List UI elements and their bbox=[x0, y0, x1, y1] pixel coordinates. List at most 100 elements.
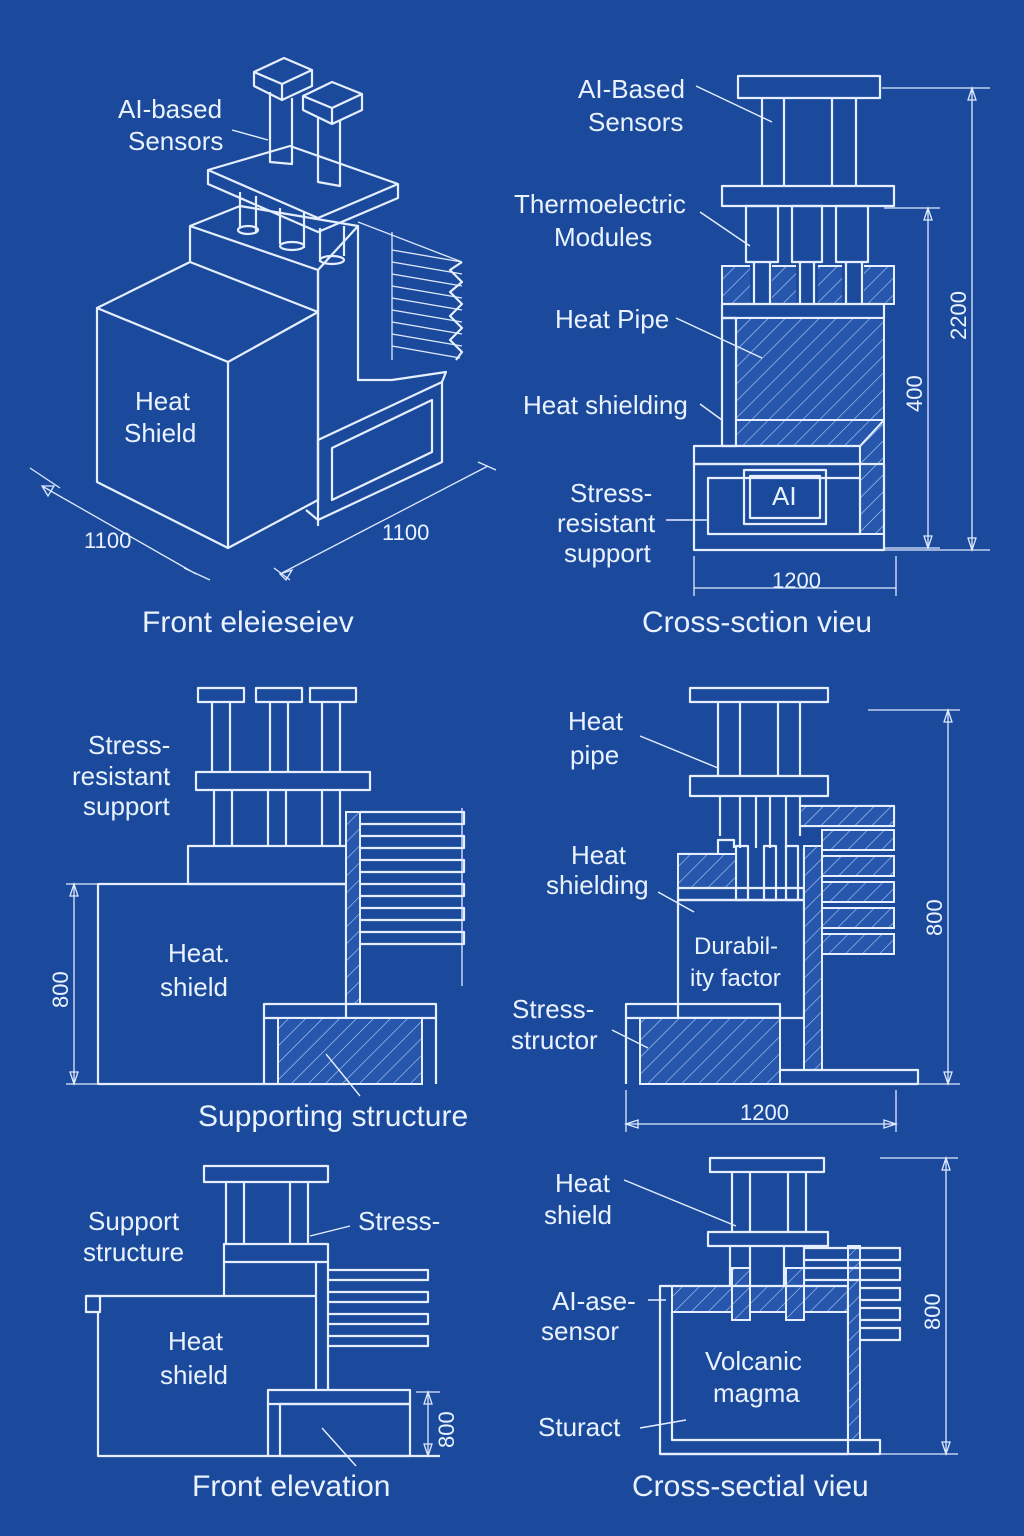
label-ai-based-p2: AI-Based bbox=[578, 74, 685, 104]
side-column-p4 bbox=[803, 845, 823, 1071]
label-support-1: Support bbox=[88, 1206, 180, 1236]
label-stress-p3-1: Stress- bbox=[88, 730, 170, 760]
dim-right: 1100 bbox=[382, 520, 429, 545]
top-cap-p4 bbox=[688, 686, 830, 704]
label-stress-2: resistant bbox=[557, 508, 656, 538]
leader-support-p3 bbox=[325, 1053, 361, 1097]
support-frame bbox=[305, 370, 448, 526]
label-stress-p3-2: resistant bbox=[72, 761, 171, 791]
fins-p6 bbox=[804, 1246, 902, 1342]
label-stress-p5: Stress- bbox=[358, 1206, 440, 1236]
heat-pipe-hatch bbox=[735, 317, 885, 421]
label-support-2: structure bbox=[83, 1237, 184, 1267]
top-cap-p2 bbox=[736, 74, 882, 100]
label-pipe-p4: pipe bbox=[570, 740, 619, 770]
leader-sensors-p1 bbox=[231, 129, 269, 141]
label-heat-p3: Heat. bbox=[168, 938, 230, 968]
side-column-p6 bbox=[847, 1245, 861, 1441]
panel-supporting-structure: Stress- resistant support Heat. shield 8… bbox=[48, 686, 468, 1133]
leader-shield-p6 bbox=[623, 1179, 737, 1227]
panel-cross-sectional: Heat shield AI-ase- sensor Volcanic magm… bbox=[538, 1155, 958, 1503]
leader-shielding-p4 bbox=[657, 891, 695, 913]
label-shield: Shield bbox=[124, 418, 196, 448]
dim-lines-p2 bbox=[693, 85, 990, 596]
label-stress-p4-2: structor bbox=[511, 1025, 598, 1055]
leader-thermo bbox=[699, 211, 751, 247]
leader-sturact bbox=[639, 1419, 687, 1429]
leader-heat-pipe bbox=[675, 317, 763, 359]
dim-height-p3: 800 bbox=[48, 971, 73, 1008]
mid-plate-p3 bbox=[194, 770, 372, 792]
label-stress-1: Stress- bbox=[570, 478, 652, 508]
side-column-p3 bbox=[345, 811, 361, 1005]
sensor-rod-left bbox=[731, 1267, 751, 1321]
panel-cross-section: AI-Based Sensors Thermoelectric Modules … bbox=[514, 74, 990, 639]
leader-support-p5 bbox=[321, 1427, 357, 1467]
panel-front-isometric: AI-based Sensors Heat Shield 1100 1100 F… bbox=[29, 56, 497, 639]
label-heat: Heat bbox=[135, 386, 191, 416]
leader-stress-p5 bbox=[309, 1225, 351, 1237]
cooling-fins bbox=[357, 221, 464, 361]
dim-width-p2: 1200 bbox=[772, 568, 821, 593]
module-left bbox=[744, 204, 780, 264]
dim-lines-p3 bbox=[66, 881, 98, 1087]
dim-height-p5: 800 bbox=[434, 1411, 459, 1448]
fins-p4 bbox=[799, 804, 896, 955]
panel-section-durability: Heat pipe Heat shielding Durabil- ity fa… bbox=[511, 686, 960, 1132]
label-heat-pipe: Heat Pipe bbox=[555, 304, 669, 334]
module-mid bbox=[790, 204, 824, 264]
support-hatch-p4 bbox=[639, 1017, 781, 1085]
dim-inner-p2: 400 bbox=[902, 375, 927, 412]
label-stress-3: support bbox=[564, 538, 651, 568]
dim-total-p2: 2200 bbox=[946, 291, 971, 340]
hatch-band-p6 bbox=[671, 1285, 849, 1313]
label-shield-p5: shield bbox=[160, 1360, 228, 1390]
label-shield-p3: shield bbox=[160, 972, 228, 1002]
label-magma: magma bbox=[713, 1378, 800, 1408]
label-durability-2: ity factor bbox=[690, 965, 781, 992]
label-durability-1: Durabil- bbox=[694, 933, 778, 960]
leader-stress-p4 bbox=[611, 1029, 649, 1049]
fins-p3 bbox=[359, 808, 466, 986]
panel-title-cross-section: Cross-sction vieu bbox=[642, 606, 872, 639]
dim-lines-p5 bbox=[416, 1389, 440, 1459]
sensor-rod-right bbox=[785, 1267, 805, 1321]
label-heat-p5: Heat bbox=[168, 1326, 224, 1356]
heat-shield-block bbox=[95, 260, 320, 550]
label-shield-p6: shield bbox=[544, 1200, 612, 1230]
label-ai-ase: AI-ase- bbox=[552, 1286, 636, 1316]
label-heat-p6: Heat bbox=[555, 1168, 611, 1198]
ai-box bbox=[748, 474, 822, 520]
top-cap-p5 bbox=[202, 1164, 330, 1184]
hatch-top-p4 bbox=[677, 853, 737, 889]
label-heat-shielding-p4-2: shielding bbox=[546, 870, 649, 900]
panel-title-front-elevation: Front elevation bbox=[192, 1470, 390, 1503]
dim-height-p4: 800 bbox=[922, 899, 947, 936]
label-heat-shielding-p4-1: Heat bbox=[571, 840, 627, 870]
label-thermoelectric: Thermoelectric bbox=[514, 189, 686, 219]
panel-title-cross-sectial: Cross-sectial vieu bbox=[632, 1470, 869, 1503]
panel-front-elevation: Support structure Stress- Heat shield 80… bbox=[83, 1164, 459, 1503]
dim-height-p6: 800 bbox=[920, 1293, 945, 1330]
label-stress-p4-1: Stress- bbox=[512, 994, 594, 1024]
ai-sensor-posts bbox=[252, 56, 364, 188]
panel-title-front: Front eleieseiev bbox=[142, 606, 354, 639]
label-ai: AI bbox=[772, 481, 797, 511]
leader-sensors-p2 bbox=[695, 85, 773, 123]
dim-lines-p6 bbox=[880, 1155, 958, 1457]
label-heat-p4: Heat bbox=[568, 706, 624, 736]
fins-p5 bbox=[328, 1268, 430, 1348]
label-sensor-p6: sensor bbox=[541, 1316, 619, 1346]
rear-tower bbox=[188, 204, 392, 500]
label-stress-p3-3: support bbox=[83, 791, 170, 821]
band-plate bbox=[720, 302, 886, 320]
dim-left: 1100 bbox=[84, 528, 131, 553]
module-plate bbox=[720, 184, 896, 208]
leader-pipe-p4 bbox=[639, 735, 719, 769]
sensor-mount-plate bbox=[206, 144, 400, 266]
label-modules: Modules bbox=[554, 222, 652, 252]
support-block-p5 bbox=[278, 1402, 412, 1458]
dim-lines-p4 bbox=[623, 707, 960, 1132]
label-sturact: Sturact bbox=[538, 1412, 621, 1442]
